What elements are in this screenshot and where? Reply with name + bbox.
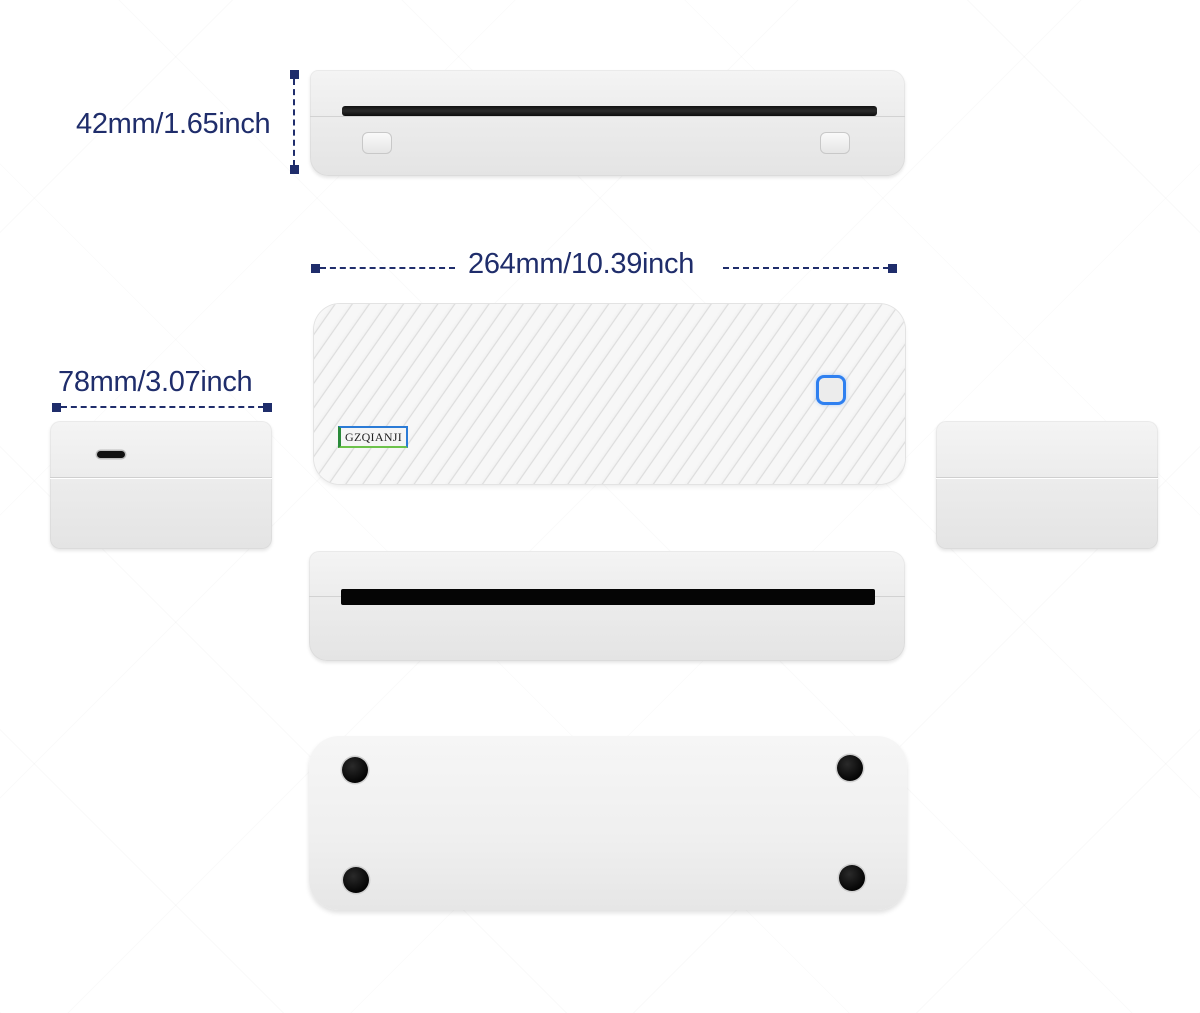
usb-c-port-icon xyxy=(97,451,125,458)
length-dimension-line-left xyxy=(320,267,455,269)
brand-badge: GZQIANJI xyxy=(338,426,409,448)
rubber-foot-top-right xyxy=(837,755,863,781)
length-dimension-cap-right xyxy=(888,264,897,273)
length-dimension-label: 264mm/10.39inch xyxy=(468,248,695,280)
height-dimension-line xyxy=(293,79,295,166)
length-dimension-cap-left xyxy=(311,264,320,273)
power-button-icon xyxy=(816,375,846,405)
height-dimension-cap-top xyxy=(290,70,299,79)
width-dimension-line xyxy=(61,406,264,408)
paper-output-slot xyxy=(341,589,875,605)
printer-left-side-view xyxy=(50,421,272,549)
printer-back-view xyxy=(309,551,905,661)
front-seam xyxy=(310,116,905,118)
paper-input-slot xyxy=(342,106,877,116)
front-left-button xyxy=(362,132,392,154)
printer-front-view xyxy=(310,70,905,176)
right-side-seam xyxy=(936,477,1158,479)
length-dimension-line-right xyxy=(723,267,889,269)
rubber-foot-top-left xyxy=(342,757,368,783)
width-dimension-label: 78mm/3.07inch xyxy=(58,366,253,398)
printer-bottom-view xyxy=(309,736,907,910)
printer-top-view: GZQIANJI xyxy=(314,304,905,484)
width-dimension-cap-left xyxy=(52,403,61,412)
height-dimension-cap-bottom xyxy=(290,165,299,174)
rubber-foot-bottom-right xyxy=(839,865,865,891)
left-side-seam xyxy=(50,477,272,479)
printer-right-side-view xyxy=(936,421,1158,549)
height-dimension-label: 42mm/1.65inch xyxy=(76,108,271,140)
front-right-button xyxy=(820,132,850,154)
rubber-foot-bottom-left xyxy=(343,867,369,893)
width-dimension-cap-right xyxy=(263,403,272,412)
